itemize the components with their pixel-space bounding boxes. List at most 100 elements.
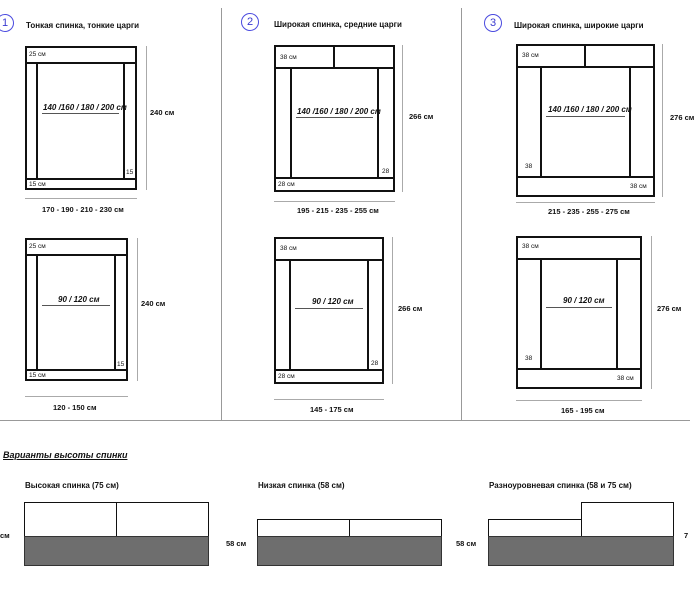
headboard [25, 238, 128, 256]
width-dim-label: 170 - 190 - 210 - 230 см [42, 205, 124, 214]
side-rail-label: 28 [382, 168, 390, 175]
side-rail-label: 38 [525, 355, 533, 362]
width-dim-line [516, 400, 642, 401]
column-title: Тонкая спинка, тонкие царги [26, 21, 140, 30]
height-dim-label: 266 см [398, 304, 423, 313]
column-title: Широкая спинка, широкие царги [514, 21, 644, 30]
headboard-divider [333, 45, 335, 69]
height-dim-label: 240 см [141, 299, 166, 308]
mattress-size-label: 90 / 120 см [312, 297, 354, 306]
section-divider [0, 420, 690, 421]
mattress-size-label: 140 /160 / 180 / 200 см [297, 107, 381, 116]
base [257, 536, 442, 566]
side-rail-left [274, 67, 292, 179]
width-dim-label: 215 - 235 - 255 - 275 см [548, 207, 630, 216]
bed-frame [25, 238, 128, 381]
height-left-label: см [0, 531, 10, 540]
column-number-badge: 2 [241, 13, 259, 31]
headboard-label: 38 см [280, 245, 297, 252]
column-number-badge: 1 [0, 14, 14, 32]
width-dim-line [274, 201, 395, 202]
height-dim-line [662, 44, 663, 197]
footboard-label: 28 см [278, 373, 295, 380]
footboard-label: 15 см [29, 181, 46, 188]
footboard [516, 368, 642, 389]
footboard [25, 369, 128, 381]
footboard-label: 15 см [29, 372, 46, 379]
cushion-right [116, 502, 209, 537]
side-rail-label: 28 [371, 360, 379, 367]
side-rail-right [123, 62, 137, 180]
side-rail-right [377, 67, 395, 179]
height-variant-title: Высокая спинка (75 см) [25, 481, 119, 490]
footboard [25, 178, 137, 190]
width-dim-label: 195 - 215 - 235 - 255 см [297, 206, 379, 215]
footboard-label: 28 см [278, 181, 295, 188]
cushion-low [488, 519, 582, 537]
height-variant-title: Низкая спинка (58 см) [258, 481, 345, 490]
mattress-size-label: 90 / 120 см [563, 296, 605, 305]
side-rail-right [367, 259, 384, 371]
side-rail-left [25, 62, 38, 180]
side-rail-left [516, 66, 542, 178]
cushion-high [581, 502, 674, 537]
height-dim-line [402, 45, 403, 192]
headboard [25, 46, 137, 64]
footboard-label: 38 см [617, 375, 634, 382]
width-dim-label: 145 - 175 см [310, 405, 354, 414]
column-number-badge: 3 [484, 14, 502, 32]
side-rail-left [516, 258, 542, 370]
headboard-label: 25 см [29, 51, 46, 58]
side-rail-label: 15 [117, 361, 125, 368]
width-dim-line [25, 198, 137, 199]
headboard-label: 38 см [522, 52, 539, 59]
footboard [516, 176, 655, 197]
width-dim-line [516, 202, 655, 203]
mattress-size-label: 140 /160 / 180 / 200 см [43, 103, 127, 112]
cushion-left [257, 519, 350, 537]
mattress-line [42, 113, 119, 114]
width-dim-line [274, 399, 384, 400]
side-rail-right [616, 258, 642, 370]
height-dim-line [392, 237, 393, 384]
base [24, 536, 209, 566]
headboard-label: 38 см [522, 243, 539, 250]
side-rail-left [274, 259, 291, 371]
footboard-label: 38 см [630, 183, 647, 190]
height-left-label: 58 см [226, 539, 247, 548]
height-dim-label: 276 см [670, 113, 694, 122]
bed-frame [25, 46, 137, 190]
width-dim-label: 165 - 195 см [561, 406, 605, 415]
side-rail-right [114, 254, 128, 371]
mattress-line [546, 307, 612, 308]
mattress-line [295, 308, 363, 309]
headboard-label: 25 см [29, 243, 46, 250]
side-rail-right [629, 66, 655, 178]
side-rail-label: 15 [126, 169, 134, 176]
mattress-line [546, 116, 625, 117]
side-rail-label: 38 [525, 163, 533, 170]
heights-section-title: Варианты высоты спинки [3, 450, 128, 460]
height-dim-line [651, 236, 652, 389]
column-title: Широкая спинка, средние царги [274, 20, 402, 29]
height-right-label: 7 [684, 531, 689, 540]
mattress-line [42, 305, 110, 306]
width-dim-label: 120 - 150 см [53, 403, 97, 412]
column-divider [461, 8, 462, 420]
mattress-size-label: 90 / 120 см [58, 295, 100, 304]
column-divider [221, 8, 222, 420]
height-left-label: 58 см [456, 539, 477, 548]
footboard [274, 177, 395, 192]
mattress-size-label: 140 /160 / 180 / 200 см [548, 105, 632, 114]
headboard-divider [584, 44, 586, 68]
base [488, 536, 674, 566]
height-dim-label: 276 см [657, 304, 682, 313]
cushion-left [24, 502, 117, 537]
headboard-label: 38 см [280, 54, 297, 61]
headboard [274, 237, 384, 261]
height-dim-label: 240 см [150, 108, 175, 117]
height-dim-line [146, 46, 147, 190]
cushion-right [349, 519, 442, 537]
height-variant-title: Разноуровневая спинка (58 и 75 см) [489, 481, 632, 490]
mattress-line [296, 117, 373, 118]
